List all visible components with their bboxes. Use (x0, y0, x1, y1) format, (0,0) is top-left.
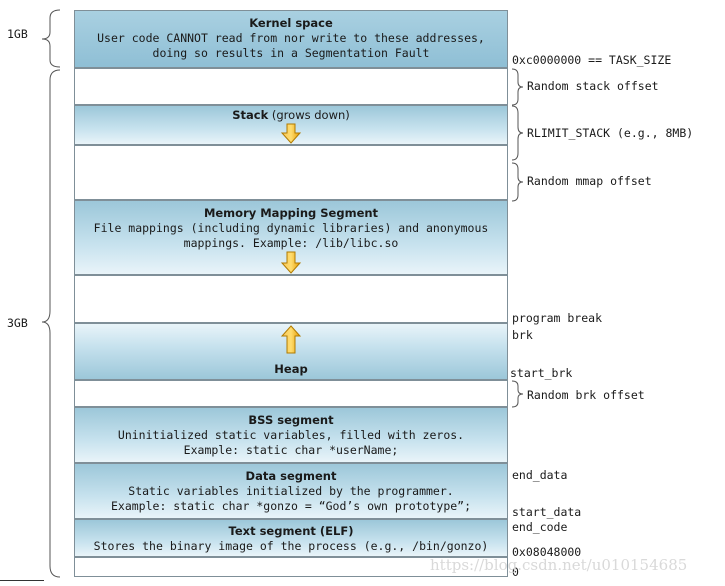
memory-mapping-segment: Memory Mapping Segment File mappings (in… (74, 200, 508, 275)
text-desc-line1: Stores the binary image of the process (… (93, 539, 489, 553)
rlimit-stack-brace (511, 105, 524, 161)
kernel-space-desc-line1: User code CANNOT read from nor write to … (97, 31, 485, 45)
random-stack-offset-gap (74, 68, 508, 105)
arrow-down-icon (280, 123, 302, 144)
free-area (74, 275, 508, 323)
heap-title: Heap (274, 362, 308, 376)
bottom-gap (74, 557, 508, 577)
rlimit-stack-label: RLIMIT_STACK (e.g., 8MB) (527, 126, 694, 140)
text-start-address-label: 0x08048000 (512, 545, 582, 559)
kernel-space-title: Kernel space (249, 16, 333, 30)
stack-subtitle: (grows down) (268, 108, 350, 122)
arrow-down-icon (280, 251, 302, 274)
random-stack-offset-label: Random stack offset (527, 79, 659, 93)
end-code-label: end_code (512, 520, 568, 534)
random-brk-offset-brace (511, 380, 524, 408)
bss-title: BSS segment (248, 413, 334, 427)
text-segment: Text segment (ELF) Stores the binary ima… (74, 519, 508, 557)
start-data-label: start_data (512, 505, 582, 519)
program-break-label: program break (512, 311, 603, 325)
user-size-brace (41, 69, 61, 578)
random-mmap-offset-brace (511, 162, 524, 202)
stack-free-area (74, 145, 508, 200)
bss-desc-line2: Example: static char *userName; (183, 443, 399, 457)
random-stack-offset-brace (511, 68, 524, 106)
stack-title: Stack (232, 108, 269, 122)
mmap-title: Memory Mapping Segment (203, 206, 379, 220)
kernel-space-desc-line2: doing so results in a Segmentation Fault (152, 46, 430, 60)
kernel-space-segment: Kernel space User code CANNOT read from … (74, 10, 508, 68)
bss-segment: BSS segment Uninitialized static variabl… (74, 407, 508, 463)
task-size-label: 0xc0000000 == TASK_SIZE (512, 53, 672, 67)
mmap-desc-line2: mappings. Example: /lib/libc.so (183, 236, 399, 250)
arrow-up-icon (280, 325, 302, 354)
user-size-label: 3GB (7, 316, 28, 330)
end-data-label: end_data (512, 468, 568, 482)
mmap-desc-line1: File mappings (including dynamic librari… (93, 221, 489, 235)
text-title: Text segment (ELF) (228, 524, 354, 538)
data-desc-line1: Static variables initialized by the prog… (128, 484, 454, 498)
bottom-left-mark (0, 580, 44, 581)
data-segment: Data segment Static variables initialize… (74, 463, 508, 519)
kernel-size-brace (41, 9, 61, 68)
zero-address-label: 0 (512, 565, 519, 579)
random-brk-offset-gap (74, 380, 508, 407)
start-brk-label: start_brk (510, 366, 573, 380)
brk-label: brk (512, 328, 533, 342)
bss-desc-line1: Uninitialized static variables, filled w… (117, 428, 465, 442)
random-mmap-offset-label: Random mmap offset (527, 174, 652, 188)
data-desc-line2: Example: static char *gonzo = “God’s own… (110, 499, 472, 513)
data-title: Data segment (245, 469, 337, 483)
watermark: https://blog.csdn.net/u010154685 (430, 556, 688, 574)
random-brk-offset-label: Random brk offset (527, 388, 645, 402)
kernel-size-label: 1GB (7, 27, 28, 41)
